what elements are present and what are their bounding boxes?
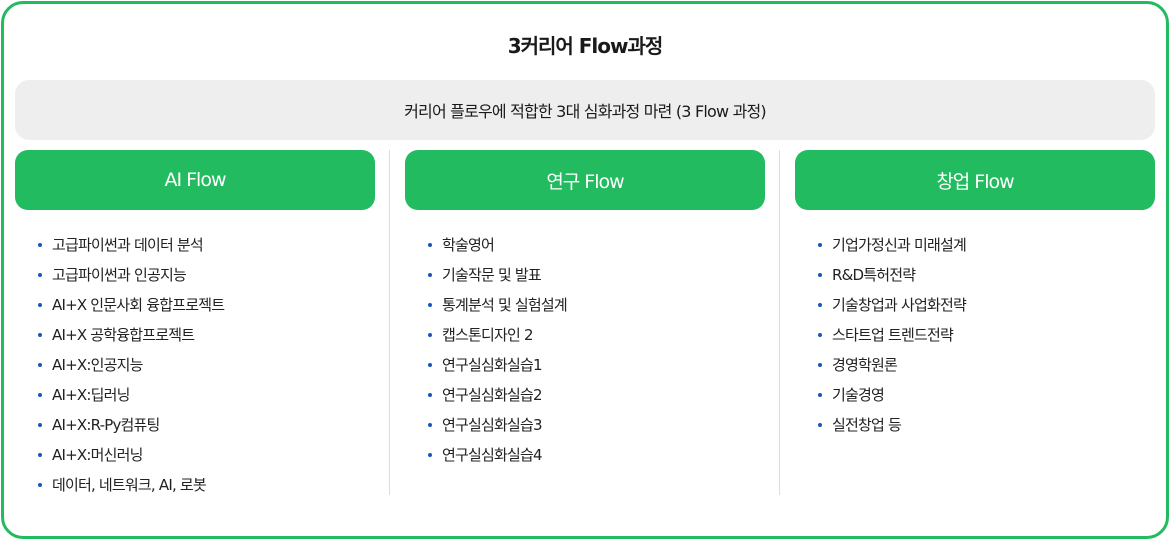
page-title: 3커리어 Flow과정 bbox=[507, 34, 664, 58]
list-item: AI+X:머신러닝 bbox=[37, 440, 375, 470]
course-label: 캡스톤디자인 2 bbox=[442, 326, 534, 344]
bullet-icon bbox=[428, 243, 432, 247]
research-flow-button[interactable]: 연구 Flow bbox=[405, 150, 765, 210]
bullet-icon bbox=[428, 333, 432, 337]
course-label: 학술영어 bbox=[442, 236, 495, 254]
column-divider bbox=[779, 150, 780, 495]
list-item: 기술창업과 사업화전략 bbox=[817, 290, 1155, 320]
bullet-icon bbox=[428, 423, 432, 427]
startup-flow-column: 창업 Flow 기업가정신과 미래설계 R&D특허전략 기술창업과 사업화전략 … bbox=[795, 150, 1155, 440]
list-item: AI+X 공학융합프로젝트 bbox=[37, 320, 375, 350]
list-item: 경영학원론 bbox=[817, 350, 1155, 380]
bullet-icon bbox=[38, 333, 42, 337]
list-item: 실전창업 등 bbox=[817, 410, 1155, 440]
list-item: 스타트업 트렌드전략 bbox=[817, 320, 1155, 350]
ai-flow-course-list: 고급파이썬과 데이터 분석 고급파이썬과 인공지능 AI+X 인문사회 융합프로… bbox=[15, 230, 375, 500]
list-item: R&D특허전략 bbox=[817, 260, 1155, 290]
course-label: 고급파이썬과 데이터 분석 bbox=[52, 236, 204, 254]
subtitle-banner: 커리어 플로우에 적합한 3대 심화과정 마련 (3 Flow 과정) bbox=[15, 80, 1155, 140]
course-label: 기업가정신과 미래설계 bbox=[832, 236, 967, 254]
research-flow-column: 연구 Flow 학술영어 기술작문 및 발표 통계분석 및 실험설계 캡스톤디자… bbox=[405, 150, 765, 470]
bullet-icon bbox=[818, 363, 822, 367]
bullet-icon bbox=[818, 243, 822, 247]
course-label: AI+X:R-Py컴퓨팅 bbox=[52, 416, 160, 434]
course-label: AI+X 인문사회 융합프로젝트 bbox=[52, 296, 225, 314]
bullet-icon bbox=[38, 423, 42, 427]
course-label: AI+X:딥러닝 bbox=[52, 386, 130, 404]
course-label: 연구실심화실습1 bbox=[442, 356, 543, 374]
bullet-icon bbox=[818, 273, 822, 277]
list-item: 기술경영 bbox=[817, 380, 1155, 410]
list-item: 학술영어 bbox=[427, 230, 765, 260]
bullet-icon bbox=[818, 303, 822, 307]
bullet-icon bbox=[38, 273, 42, 277]
list-item: AI+X:딥러닝 bbox=[37, 380, 375, 410]
list-item: 기업가정신과 미래설계 bbox=[817, 230, 1155, 260]
course-label: AI+X:인공지능 bbox=[52, 356, 143, 374]
course-label: 연구실심화실습3 bbox=[442, 416, 543, 434]
course-label: 연구실심화실습2 bbox=[442, 386, 543, 404]
list-item: AI+X:R-Py컴퓨팅 bbox=[37, 410, 375, 440]
bullet-icon bbox=[38, 483, 42, 487]
list-item: 통계분석 및 실험설계 bbox=[427, 290, 765, 320]
subtitle-text: 커리어 플로우에 적합한 3대 심화과정 마련 (3 Flow 과정) bbox=[404, 102, 767, 121]
bullet-icon bbox=[818, 393, 822, 397]
course-label: 스타트업 트렌드전략 bbox=[832, 326, 954, 344]
research-flow-course-list: 학술영어 기술작문 및 발표 통계분석 및 실험설계 캡스톤디자인 2 연구실심… bbox=[405, 230, 765, 470]
course-label: 연구실심화실습4 bbox=[442, 446, 543, 464]
list-item: 연구실심화실습4 bbox=[427, 440, 765, 470]
course-label: 기술경영 bbox=[832, 386, 885, 404]
list-item: 캡스톤디자인 2 bbox=[427, 320, 765, 350]
course-label: 실전창업 등 bbox=[832, 416, 902, 434]
list-item: 고급파이썬과 데이터 분석 bbox=[37, 230, 375, 260]
bullet-icon bbox=[818, 423, 822, 427]
list-item: 연구실심화실습2 bbox=[427, 380, 765, 410]
course-label: 기술작문 및 발표 bbox=[442, 266, 542, 284]
list-item: AI+X:인공지능 bbox=[37, 350, 375, 380]
course-label: 데이터, 네트워크, AI, 로봇 bbox=[52, 476, 207, 494]
list-item: 연구실심화실습3 bbox=[427, 410, 765, 440]
course-label: AI+X:머신러닝 bbox=[52, 446, 143, 464]
list-item: AI+X 인문사회 융합프로젝트 bbox=[37, 290, 375, 320]
course-label: 경영학원론 bbox=[832, 356, 898, 374]
bullet-icon bbox=[428, 303, 432, 307]
list-item: 기술작문 및 발표 bbox=[427, 260, 765, 290]
startup-flow-button[interactable]: 창업 Flow bbox=[795, 150, 1155, 210]
ai-flow-column: AI Flow 고급파이썬과 데이터 분석 고급파이썬과 인공지능 AI+X 인… bbox=[15, 150, 375, 500]
startup-flow-course-list: 기업가정신과 미래설계 R&D특허전략 기술창업과 사업화전략 스타트업 트렌드… bbox=[795, 230, 1155, 440]
list-item: 데이터, 네트워크, AI, 로봇 bbox=[37, 470, 375, 500]
course-label: AI+X 공학융합프로젝트 bbox=[52, 326, 195, 344]
bullet-icon bbox=[428, 363, 432, 367]
ai-flow-button[interactable]: AI Flow bbox=[15, 150, 375, 210]
bullet-icon bbox=[428, 393, 432, 397]
bullet-icon bbox=[38, 453, 42, 457]
course-label: 기술창업과 사업화전략 bbox=[832, 296, 967, 314]
list-item: 연구실심화실습1 bbox=[427, 350, 765, 380]
bullet-icon bbox=[818, 333, 822, 337]
bullet-icon bbox=[428, 273, 432, 277]
list-item: 고급파이썬과 인공지능 bbox=[37, 260, 375, 290]
bullet-icon bbox=[38, 393, 42, 397]
bullet-icon bbox=[428, 453, 432, 457]
course-label: R&D특허전략 bbox=[832, 266, 916, 284]
bullet-icon bbox=[38, 303, 42, 307]
course-label: 통계분석 및 실험설계 bbox=[442, 296, 568, 314]
bullet-icon bbox=[38, 363, 42, 367]
column-divider bbox=[389, 150, 390, 495]
bullet-icon bbox=[38, 243, 42, 247]
course-label: 고급파이썬과 인공지능 bbox=[52, 266, 187, 284]
